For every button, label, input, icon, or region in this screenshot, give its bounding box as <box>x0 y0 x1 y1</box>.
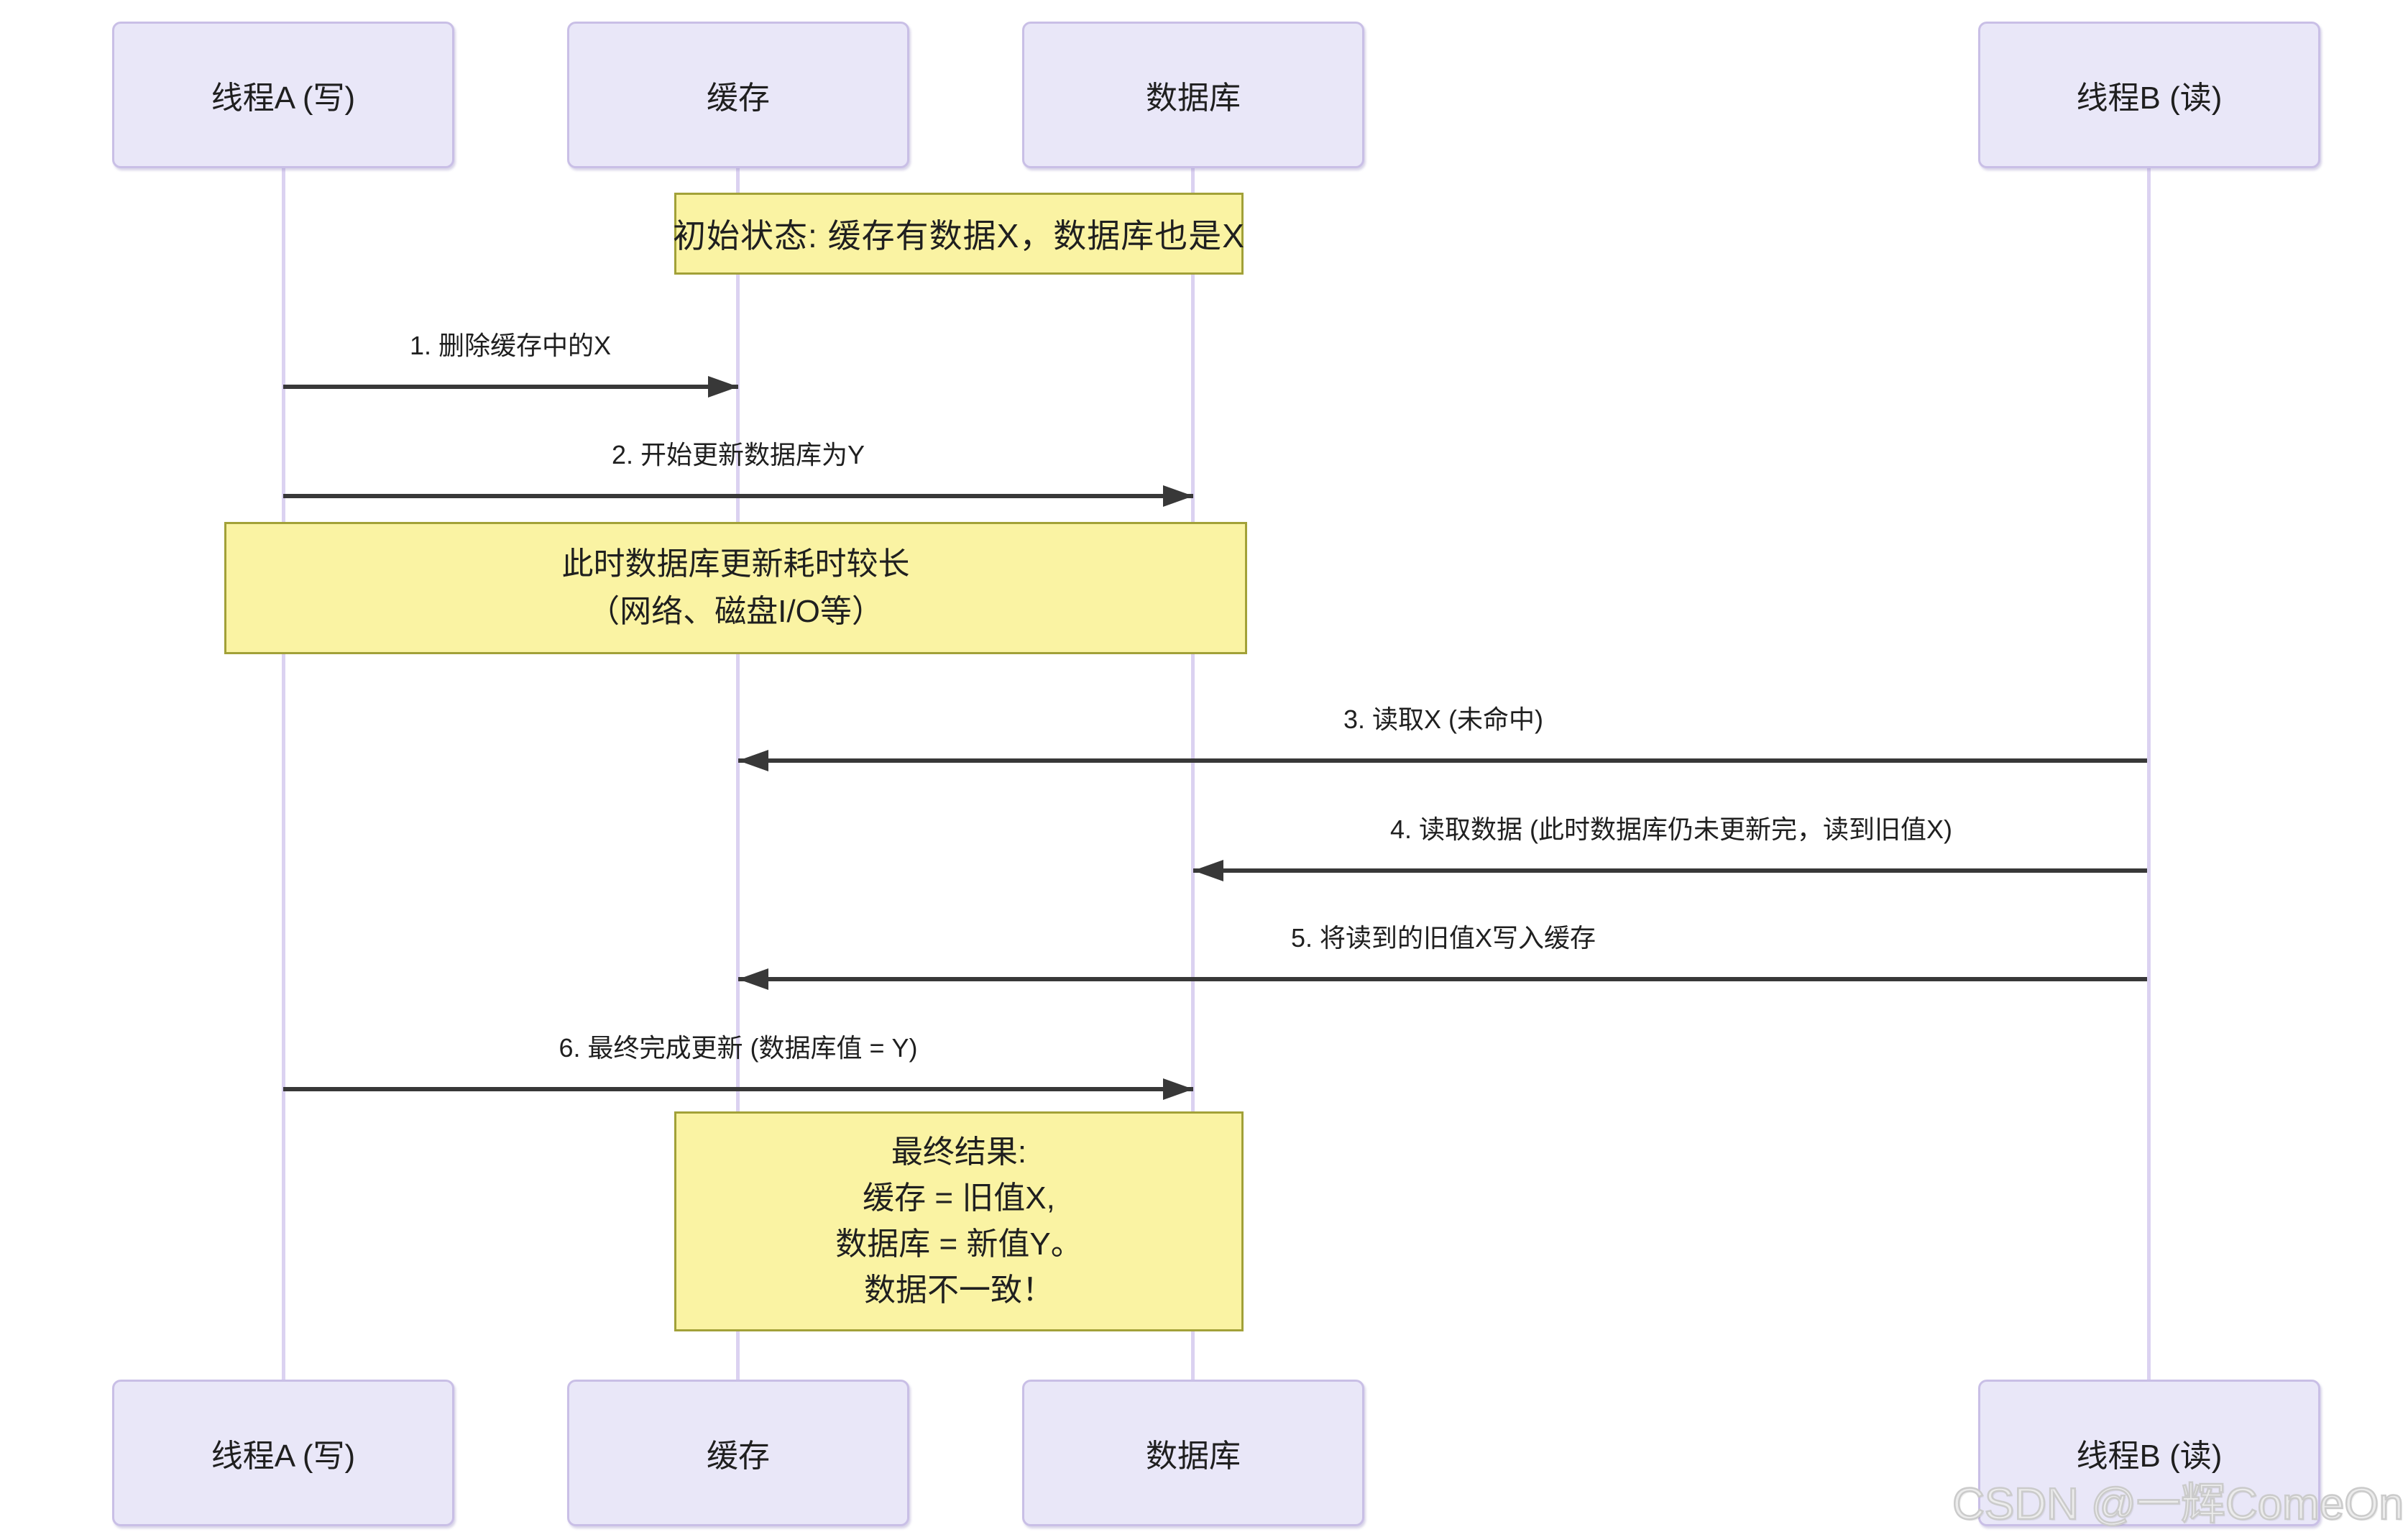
note-final-result-line1: 最终结果: <box>891 1134 1027 1170</box>
actor-bottom-database: 数据库 <box>1022 1380 1364 1526</box>
message-3-arrowhead <box>738 750 768 771</box>
actor-bottom-cache: 缓存 <box>567 1380 909 1526</box>
note-final-result-line4: 数据不一致！ <box>864 1272 1054 1308</box>
message-3-line <box>738 758 2147 763</box>
note-db-update-slow-line1: 此时数据库更新耗时较长 <box>561 546 910 582</box>
message-1-label: 1. 删除缓存中的X <box>409 331 612 360</box>
message-2-line <box>283 494 1193 498</box>
note-final-result-line2: 缓存 = 旧值X, <box>863 1180 1055 1216</box>
note-final-result-line3: 数据库 = 新值Y。 <box>835 1226 1083 1262</box>
actor-top-thread-b: 线程B (读) <box>1978 22 2320 168</box>
message-2-label: 2. 开始更新数据库为Y <box>611 440 865 469</box>
lifeline-cache <box>736 168 740 1380</box>
message-2-arrowhead <box>1163 485 1193 507</box>
actor-bottom-thread-a: 线程A (写) <box>112 1380 454 1526</box>
lifeline-thread-b <box>2147 168 2151 1380</box>
message-6-line <box>283 1087 1193 1091</box>
message-4-label: 4. 读取数据 (此时数据库仍未更新完，读到旧值X) <box>1389 815 1953 844</box>
actor-top-database: 数据库 <box>1022 22 1364 168</box>
note-final-result: 最终结果: 缓存 = 旧值X, 数据库 = 新值Y。 数据不一致！ <box>674 1111 1244 1331</box>
message-4-arrowhead <box>1193 860 1223 881</box>
actor-top-thread-a: 线程A (写) <box>112 22 454 168</box>
note-initial-state-text: 初始状态: 缓存有数据X，数据库也是X <box>673 217 1245 254</box>
message-1-arrowhead <box>708 376 738 398</box>
actor-top-cache: 缓存 <box>567 22 909 168</box>
message-4-line <box>1193 868 2147 873</box>
message-5-arrowhead <box>738 968 768 990</box>
lifeline-database <box>1191 168 1195 1380</box>
lifeline-thread-a <box>282 168 285 1380</box>
note-initial-state: 初始状态: 缓存有数据X，数据库也是X <box>673 193 1245 275</box>
note-db-update-slow: 此时数据库更新耗时较长 （网络、磁盘I/O等） <box>224 522 1247 654</box>
message-5-line <box>738 977 2147 981</box>
message-6-label: 6. 最终完成更新 (数据库值 = Y) <box>559 1033 918 1063</box>
message-6-arrowhead <box>1163 1078 1193 1100</box>
note-db-update-slow-line2: （网络、磁盘I/O等） <box>588 594 883 629</box>
message-5-label: 5. 将读到的旧值X写入缓存 <box>1290 923 1596 953</box>
actor-bottom-thread-b: 线程B (读) <box>1978 1380 2320 1526</box>
message-1-line <box>283 385 738 389</box>
message-3-label: 3. 读取X (未命中) <box>1343 705 1544 734</box>
csdn-watermark: CSDN @一辉ComeOn <box>1952 1479 2404 1531</box>
